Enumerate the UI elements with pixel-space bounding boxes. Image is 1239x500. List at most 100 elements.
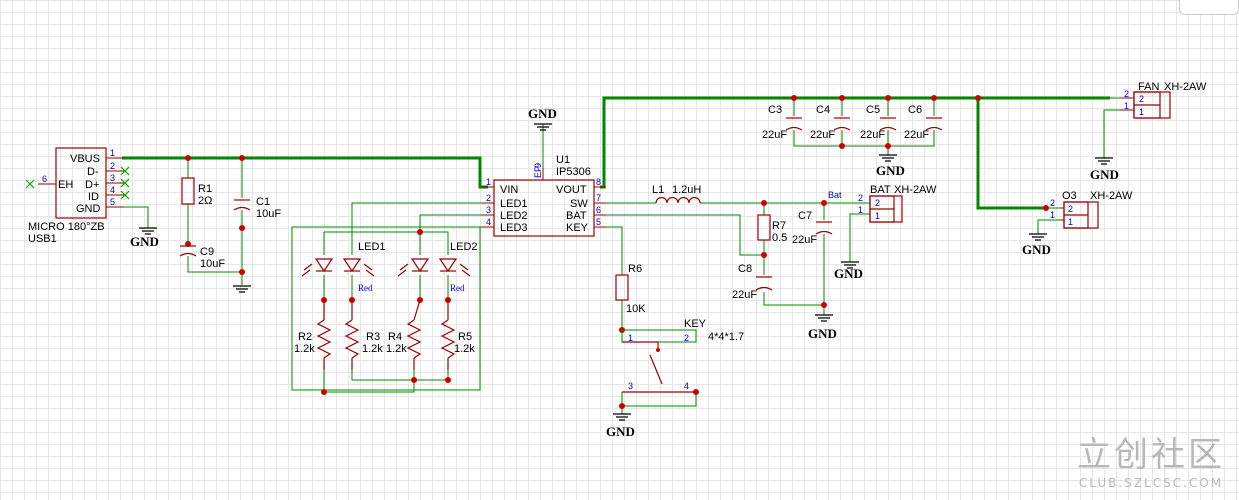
fan-pin-number: 2 [1124,89,1129,99]
ic-ref: U1 [556,154,570,166]
window-corner-button[interactable] [1179,0,1239,15]
wires [122,96,1120,414]
gnd-symbol: GND [1022,233,1051,257]
usb-pin-number: 2 [110,161,115,171]
fan-connector[interactable]: 2 1 2 1 FAN XH-2AW [1120,81,1207,119]
c4-capacitor[interactable]: C4 22uF [810,104,851,141]
usb-pin-label: VBUS [70,153,100,165]
usb-gnd-wire [122,206,149,228]
ic-pin-number: 6 [596,205,601,215]
r3-value: 1.2k [362,343,383,355]
r4-resistor[interactable]: R4 1.2k [386,299,422,370]
ic-pin-number: 1 [486,177,491,187]
junction [931,95,937,101]
usb-pin-label: ID [88,191,99,203]
r7-value: 0.5 [772,232,787,244]
l1-value: 1.2uH [672,184,701,196]
c8-capacitor[interactable]: C8 22uF [732,263,773,301]
c6-capacitor[interactable]: C6 22uF [904,104,943,141]
caps-bottom-wire [793,130,935,147]
gnd-label: GND [1022,242,1051,257]
o3-pin-number: 2 [1068,204,1073,214]
o3-ref: O3 [1062,190,1077,202]
usb-pin-number: 3 [110,173,115,183]
c3-capacitor[interactable]: C3 22uF [762,104,803,141]
r7-ref: R7 [772,220,786,232]
c6-ref: C6 [908,104,922,116]
usb-pin-number: 5 [110,197,115,207]
fan-pin-number: 1 [1139,107,1144,117]
r3-resistor[interactable]: R3 1.2k [344,300,383,370]
junction [761,200,767,206]
r2-resistor[interactable]: R2 1.2k [294,300,332,370]
o3-pin-number: 1 [1068,217,1073,227]
key-switch[interactable]: 1 2 3 4 KEY 4*4*1.7 [621,318,744,393]
usb-connector[interactable]: VBUS D- D+ ID GND EH 1 2 3 4 5 6 MICRO 1… [25,147,130,245]
led-indicator[interactable] [397,258,430,277]
ic-pin-number: 3 [486,205,491,215]
r3-r5-bottom-wire [351,370,449,381]
usb-pin-label: EH [58,179,73,191]
o3-wire [976,98,1046,210]
c9-value: 10uF [200,258,225,270]
ic-pin-label: VIN [500,184,518,196]
ip5306-ic[interactable]: VIN LED1 LED2 LED3 VOUT SW BAT KEY 1 2 3… [482,154,606,237]
c4-value: 22uF [810,129,835,141]
key-pin-number: 4 [684,381,689,391]
fan-pin-number: 2 [1139,94,1144,104]
bat-connector[interactable]: 2 1 2 1 BAT XH-2AW Bat [828,184,937,223]
key-bottom-wire [621,392,697,407]
ic-pin-label: SW [570,198,588,210]
r1-resistor[interactable]: R1 2Ω [181,177,212,207]
junction [445,377,451,383]
r5-resistor[interactable]: R5 1.2k [440,300,475,370]
r1-ref: R1 [198,183,212,195]
l1-ref: L1 [652,184,664,196]
o3-value: XH-2AW [1090,190,1133,202]
junction [239,269,245,275]
o3-connector[interactable]: 2 1 2 1 O3 XH-2AW [1050,190,1133,229]
led2[interactable]: LED2 Red [438,241,478,293]
ic-pin-number: 4 [486,217,491,227]
junction [791,95,797,101]
bat-value: XH-2AW [894,184,937,196]
usb-pin-label: D+ [85,179,99,191]
bat-pin-number: 2 [858,193,863,203]
c7-capacitor[interactable]: C7 22uF [792,210,833,246]
c4-ref: C4 [816,104,830,116]
c9-capacitor[interactable]: C9 10uF [179,245,225,270]
watermark-url: CLUB.SZLCSC.COM [1078,476,1224,490]
ic-pin-number: 7 [596,193,601,203]
vbus-wire [122,156,488,189]
junction [885,143,891,149]
bat-pin-number: 2 [875,198,880,208]
c1-value: 10uF [256,208,281,220]
led-indicator[interactable] [301,258,334,277]
ic-pin-number: 2 [486,193,491,203]
ic-ep-number: 9 [533,163,543,168]
c5-capacitor[interactable]: C5 22uF [860,104,897,141]
led1[interactable]: LED1 Red [342,241,386,293]
c1-capacitor[interactable]: C1 10uF [233,196,281,220]
r2-value: 1.2k [294,343,315,355]
r6-resistor[interactable]: R6 10K [615,263,646,315]
bat-pin-number: 1 [875,211,880,221]
junction [239,225,245,231]
gnd-label: GND [876,163,905,178]
junction [1043,205,1049,211]
r2-r4-bottom-wire [323,370,415,393]
c9-ref: C9 [200,246,214,258]
ic-pin-number: 5 [596,217,601,227]
junction [411,377,417,383]
l1-inductor[interactable]: L1 1.2uH [652,184,701,204]
junction [417,229,423,235]
key-pin-number: 3 [628,381,633,391]
led1-color: Red [358,283,373,293]
c5-ref: C5 [866,104,880,116]
r7-resistor[interactable]: R7 0.5 [757,214,787,244]
junction [839,95,845,101]
led1-ref: LED1 [358,241,386,253]
c6-value: 22uF [904,129,929,141]
